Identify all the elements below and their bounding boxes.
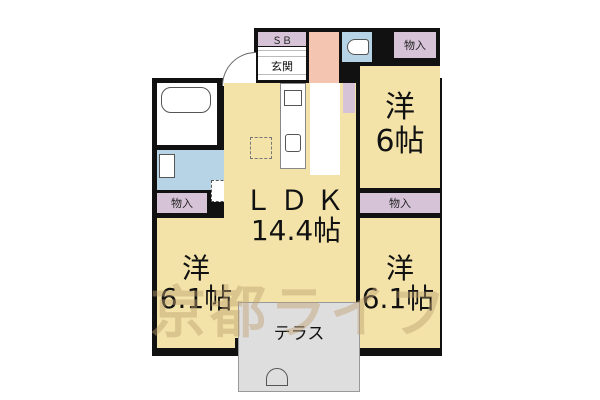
- closet-label: 物入: [171, 197, 193, 210]
- washbasin-icon: [159, 154, 175, 178]
- bedroom-ne-size: 6帖: [375, 124, 425, 159]
- ldk-room-lower: [240, 200, 356, 300]
- bedroom-sw-type: 洋: [181, 252, 210, 285]
- bedroom-ne-type: 洋: [385, 90, 415, 125]
- bedroom-sw-size: 6.1帖: [159, 282, 233, 315]
- fridge-space-icon: [250, 137, 272, 159]
- ldk-name: ＬＤＫ: [243, 184, 352, 217]
- kitchen-counter: [280, 83, 306, 169]
- closet-sw: 物入: [157, 193, 207, 213]
- terrace: [238, 302, 360, 392]
- ldk-size: 14.4帖: [250, 214, 342, 247]
- bedroom-sw: [157, 218, 235, 348]
- sink-icon: [285, 134, 301, 152]
- hallway: [310, 83, 340, 175]
- bedroom-se-type: 洋: [385, 252, 414, 285]
- bedroom-se: [360, 218, 440, 348]
- bedroom-ne: [360, 66, 440, 188]
- shoe-box: ＳＢ: [258, 32, 306, 47]
- terrace-label: テラス: [273, 324, 325, 344]
- bathroom: [157, 83, 217, 145]
- corridor: [309, 32, 339, 86]
- watermark: 京都ライフ: [150, 281, 450, 346]
- hall-closet: [343, 83, 355, 113]
- outdoor-unit-icon: [266, 368, 288, 386]
- bedroom-se-size: 6.1帖: [361, 282, 435, 315]
- closet-label: 物入: [404, 39, 426, 52]
- stove-icon: [284, 90, 302, 106]
- toilet-room: [342, 32, 372, 62]
- closet-label: 物入: [389, 197, 411, 210]
- bathtub-icon: [161, 87, 211, 113]
- entrance-door[interactable]: [222, 52, 256, 86]
- toilet-icon: [347, 39, 369, 55]
- genkan-label: 玄関: [258, 61, 306, 73]
- genkan: 玄関: [258, 47, 306, 80]
- sb-label: ＳＢ: [272, 35, 292, 47]
- closet-ne-top: 物入: [394, 32, 436, 58]
- closet-se: 物入: [360, 193, 440, 213]
